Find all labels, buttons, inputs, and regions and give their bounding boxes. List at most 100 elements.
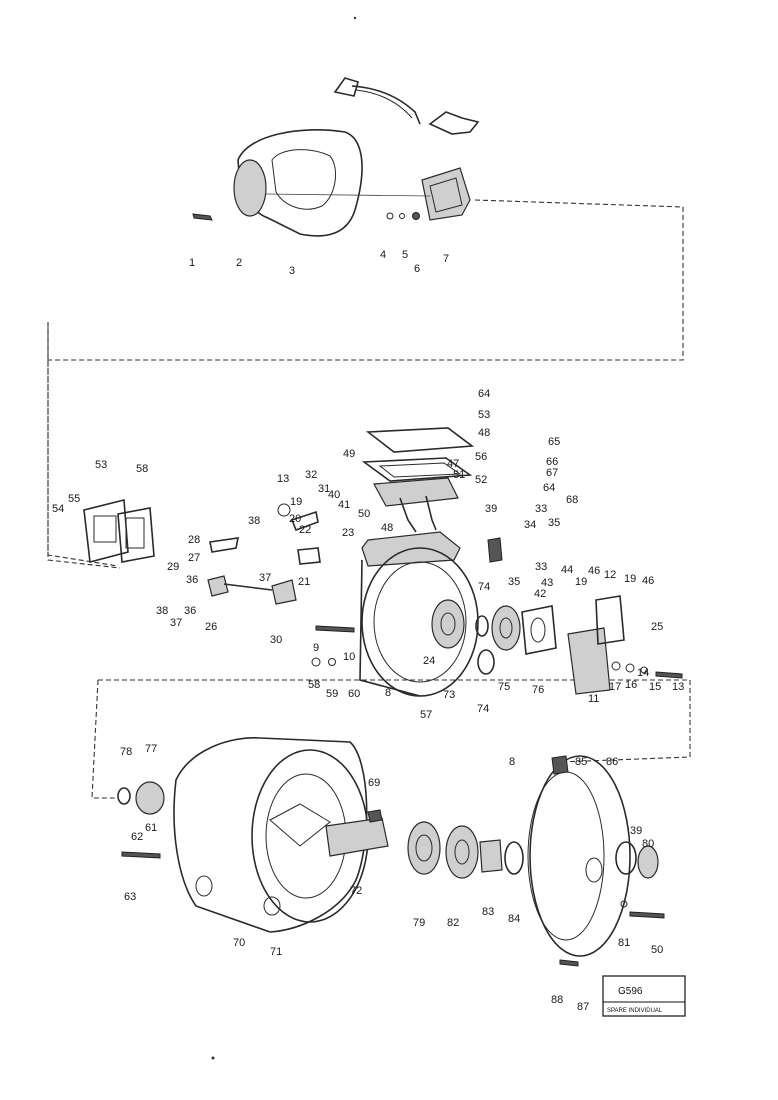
callout-label: 80	[642, 838, 654, 850]
gasket-port	[125, 517, 145, 549]
callout-label: 76	[532, 684, 544, 696]
impeller-82-hub	[454, 839, 470, 865]
callout-label: 52	[475, 474, 487, 486]
callout-label: 5	[402, 249, 408, 261]
callout-label: 12	[604, 569, 616, 581]
callout-label: 74	[477, 703, 489, 715]
fitting-26	[207, 575, 229, 597]
callout-label: 73	[443, 689, 455, 701]
callout-label: 4	[380, 249, 386, 261]
cap-77	[135, 781, 165, 815]
bolt-63	[121, 851, 161, 859]
callout-label: 56	[475, 451, 487, 463]
ring-39	[615, 841, 637, 875]
carburettor-assembly	[83, 427, 503, 605]
callout-label: 53	[478, 409, 490, 421]
figure-code: G596	[618, 986, 643, 997]
bracket-30	[271, 579, 297, 605]
intake-flange-53	[83, 498, 129, 564]
cover-76-hole	[530, 617, 546, 643]
pump-assembly	[117, 737, 665, 967]
callout-label: 40	[328, 489, 340, 501]
fitting-85	[551, 755, 569, 775]
assembly-route-1	[47, 199, 684, 569]
gasket-56-inner	[378, 462, 462, 478]
callout-label: 35	[508, 576, 520, 588]
assembly-route-2	[47, 322, 119, 567]
callout-label: 50	[358, 508, 370, 520]
spring-13	[277, 503, 291, 517]
washer-14	[640, 666, 648, 674]
seal-79	[407, 821, 441, 875]
washer-5	[399, 213, 405, 219]
callout-label: 19	[575, 576, 587, 588]
callout-label: 16	[625, 679, 637, 691]
callout-label: 66	[546, 456, 558, 468]
rod-37	[223, 583, 273, 591]
flywheel-hub	[233, 159, 267, 217]
callout-label: 43	[541, 577, 553, 589]
callout-label: 72	[350, 885, 362, 897]
shaft-72	[325, 817, 389, 857]
ignition-lead-inner	[355, 89, 413, 119]
callout-label: 11	[588, 693, 599, 705]
callout-label: 53	[95, 459, 107, 471]
ring-84	[504, 841, 524, 875]
callout-label: 36	[186, 574, 198, 586]
callout-label: 51	[453, 469, 465, 481]
callout-label: 17	[609, 681, 621, 693]
callout-label: 19	[624, 573, 636, 585]
callout-label: 81	[618, 937, 630, 949]
callout-label: 28	[188, 534, 200, 546]
callout-label: 8	[385, 687, 391, 699]
callout-label: 77	[145, 743, 157, 755]
lead-clips	[428, 111, 480, 135]
callout-label: 39	[485, 503, 497, 515]
callout-label: 9	[313, 642, 319, 654]
figure-code-frame	[602, 975, 686, 1017]
callout-label: 15	[649, 681, 661, 693]
crankshaft-bore	[440, 612, 456, 636]
cover-plate-hole	[585, 857, 603, 883]
callout-label: 67	[546, 467, 558, 479]
figure-code-box: G596 SPARE INDIVIDUAL	[602, 975, 686, 1017]
callout-label: 24	[423, 655, 435, 667]
callout-label: 38	[248, 515, 260, 527]
callout-label: 48	[381, 522, 393, 534]
scan-dot	[353, 16, 357, 20]
clip-28	[209, 537, 240, 553]
crankcase-assembly	[311, 531, 683, 697]
callout-label: 54	[52, 503, 64, 515]
callout-label: 7	[443, 253, 449, 265]
lever-20	[290, 510, 319, 532]
scan-dot	[211, 1056, 215, 1060]
callout-label: 37	[170, 617, 182, 629]
figure-subtext: SPARE INDIVIDUAL	[607, 1008, 663, 1014]
callout-label: 47	[447, 458, 459, 470]
callout-label: 61	[145, 822, 157, 834]
callout-label: 19	[290, 496, 302, 508]
spark-plug-cap	[333, 77, 359, 97]
screw-13	[655, 671, 683, 679]
callout-label: 41	[338, 499, 350, 511]
callout-label: 87	[577, 1001, 589, 1013]
callout-label: 50	[651, 944, 663, 956]
callout-label: 42	[534, 588, 546, 600]
key-69	[367, 809, 383, 823]
callout-label: 3	[289, 265, 295, 277]
callout-label: 33	[535, 503, 547, 515]
shroud-opening	[271, 149, 337, 210]
pump-cover-12	[595, 595, 625, 645]
callout-label: 14	[637, 667, 649, 679]
callout-label: 29	[167, 561, 179, 573]
callout-label: 57	[420, 709, 432, 721]
callout-label: 22	[299, 524, 311, 536]
washer-81	[620, 900, 628, 908]
casing-vanes	[269, 803, 331, 847]
ring-74	[475, 615, 489, 637]
callout-label: 1	[189, 257, 195, 269]
callout-label: 23	[342, 527, 354, 539]
impeller-82	[445, 825, 479, 879]
